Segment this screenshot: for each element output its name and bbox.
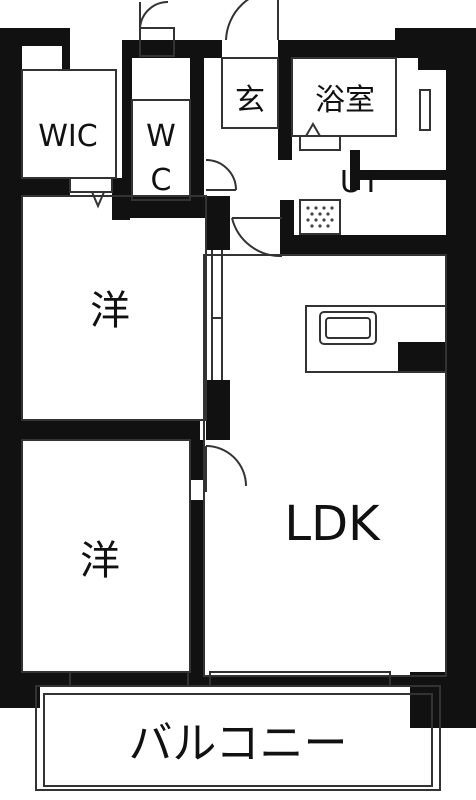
room-label-balcony: バルコニー xyxy=(128,718,347,769)
room-label-bathroom: 浴室 xyxy=(315,83,375,118)
washing-machine-icon xyxy=(306,206,334,228)
room-label-entrance: 玄 xyxy=(235,83,265,118)
walls xyxy=(0,28,476,728)
room-label-wc-top: W xyxy=(146,119,176,154)
room-label-ldk: LDK xyxy=(284,496,381,552)
room-label-wic: WIC xyxy=(38,119,97,154)
fixtures xyxy=(21,0,447,791)
room-label-utility: UT xyxy=(340,165,381,200)
room-label-western-upper: 洋 xyxy=(90,288,130,334)
room-label-wc-bottom: C xyxy=(151,163,172,198)
room-label-western-lower: 洋 xyxy=(80,538,120,584)
